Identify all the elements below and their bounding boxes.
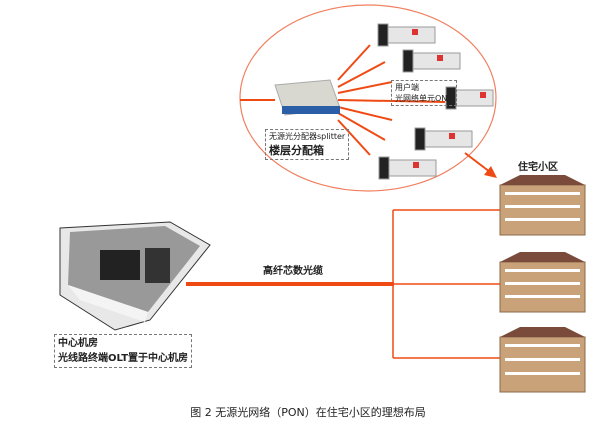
cable-label: 高纤芯数光缆 — [263, 266, 323, 277]
onu-icon — [402, 49, 461, 73]
onu-label-line1: 用户端 — [395, 83, 419, 92]
splitter-label: 无源光分配器splitter 楼层分配箱 — [265, 129, 350, 160]
central-office-line1: 中心机房 — [58, 338, 98, 349]
central-office-icon — [59, 221, 211, 331]
buildings — [499, 175, 586, 393]
figure-caption: 图 2 无源光网络（PON）在住宅小区的理想布局 — [190, 406, 426, 419]
building-icon — [499, 327, 586, 393]
onu-label: 用户端 光网络单元ONU — [391, 80, 458, 106]
onu-icon — [378, 156, 437, 180]
onu-icon — [377, 23, 436, 47]
onu-icon — [445, 86, 494, 110]
zoom-ellipse — [239, 4, 497, 192]
splitter-label-line1: 无源光分配器splitter — [269, 132, 346, 141]
onu-icon — [414, 127, 473, 151]
splitter-fan-lines — [240, 44, 446, 156]
splitter-box-icon — [274, 79, 341, 116]
onu-label-line2: 光网络单元ONU — [395, 94, 454, 103]
building-icon — [499, 175, 586, 236]
building-icon — [499, 252, 586, 313]
fiber-trunk — [186, 209, 500, 359]
central-office-line2: 光线路终端OLT置于中心机房 — [58, 353, 189, 364]
community-label: 住宅小区 — [518, 162, 558, 173]
arrow-icon — [464, 152, 497, 178]
onu-devices — [377, 23, 494, 180]
splitter-label-line2: 楼层分配箱 — [269, 144, 324, 157]
central-office-label: 中心机房 光线路终端OLT置于中心机房 — [54, 334, 193, 368]
